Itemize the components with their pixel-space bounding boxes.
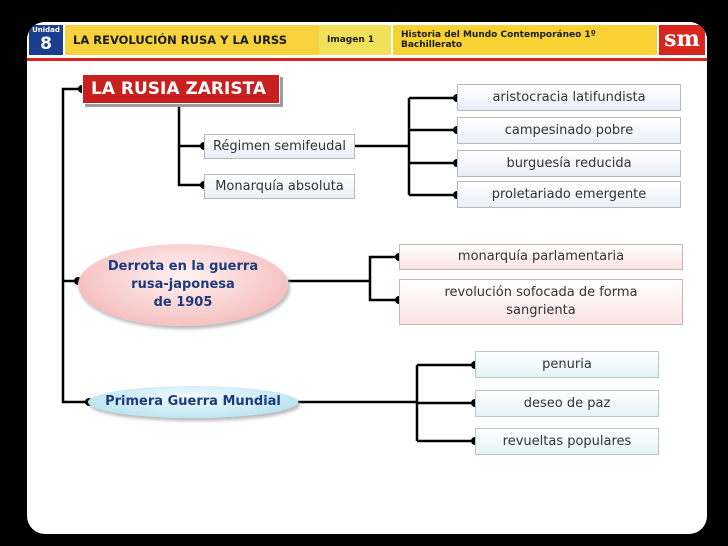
node-popular-revolts: revueltas populares — [475, 428, 659, 455]
header-divider — [27, 58, 707, 61]
node-bloody-revolution: revolución sofocada de forma sangrienta — [399, 279, 683, 325]
sm-logo: sm — [659, 25, 705, 55]
node-desire-peace: deseo de paz — [475, 390, 659, 417]
node-1905-line1: Derrota en la guerra — [107, 259, 259, 274]
root-node-russia-tsarist: LA RUSIA ZARISTA — [82, 74, 280, 104]
slide-frame: Unidad 8 LA REVOLUCIÓN RUSA Y LA URSS Im… — [27, 22, 707, 534]
node-bloody-revolution-line2: sangrienta — [506, 303, 576, 318]
node-bloody-revolution-line1: revolución sofocada de forma — [444, 285, 638, 300]
unit-title: LA REVOLUCIÓN RUSA Y LA URSS — [65, 25, 319, 55]
node-aristocracy: aristocracia latifundista — [457, 84, 681, 111]
unit-label: Unidad — [32, 26, 60, 34]
trunk-line — [61, 87, 89, 404]
node-peasantry: campesinado pobre — [457, 117, 681, 144]
node-world-war-one: Primera Guerra Mundial — [88, 386, 298, 418]
node-shortage: penuria — [475, 351, 659, 378]
node-1905-line2: rusa-japonesa — [131, 277, 235, 292]
node-bourgeoisie: burguesía reducida — [457, 150, 681, 177]
node-proletariat: proletariado emergente — [457, 181, 681, 208]
node-parliamentary-monarchy: monarquía parlamentaria — [399, 244, 683, 270]
course-name: Historia del Mundo Contemporáneo 1º Bach… — [393, 25, 657, 55]
slide-header: Unidad 8 LA REVOLUCIÓN RUSA Y LA URSS Im… — [27, 22, 707, 58]
image-label: Imagen 1 — [319, 25, 391, 55]
node-semifeudal-regime: Régimen semifeudal — [204, 134, 355, 159]
node-1905-defeat: Derrota en la guerra rusa-japonesa de 19… — [78, 244, 288, 326]
unit-badge: Unidad 8 — [29, 25, 63, 55]
unit-number: 8 — [40, 34, 52, 54]
node-absolute-monarchy: Monarquía absoluta — [204, 174, 355, 199]
node-1905-line3: de 1905 — [153, 295, 213, 310]
